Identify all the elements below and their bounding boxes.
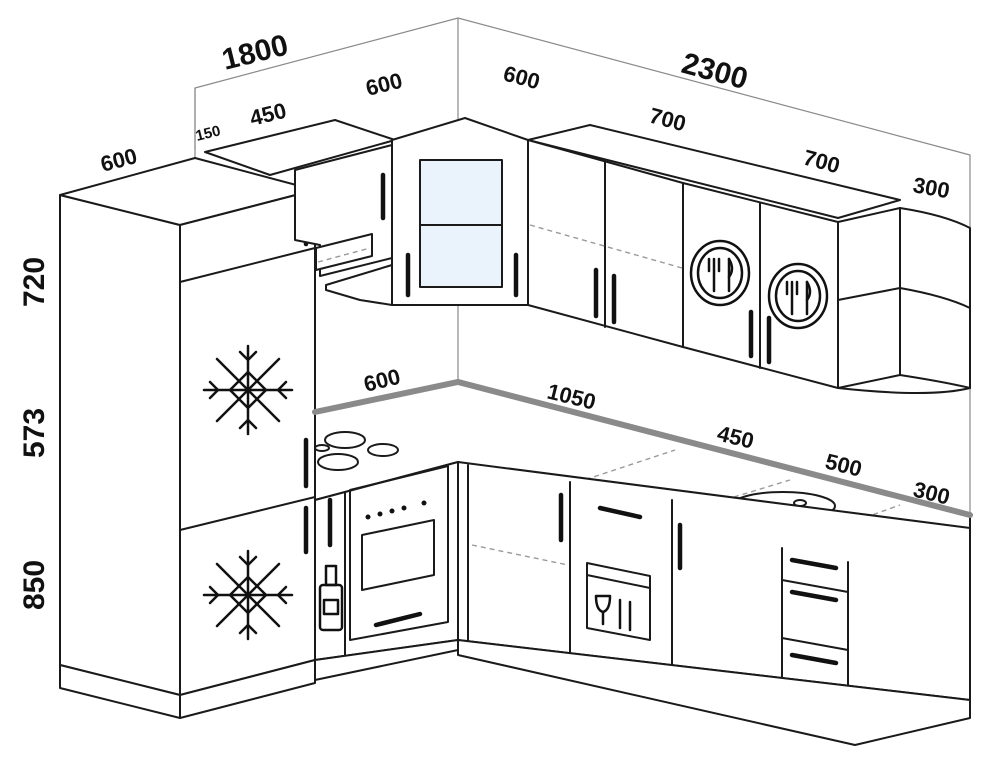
dim-upper-700-b: 700 bbox=[801, 145, 843, 179]
upper-left-run bbox=[204, 117, 529, 306]
dim-corner-left: 600 bbox=[363, 68, 405, 101]
dim-gap: 150 bbox=[194, 122, 222, 145]
dim-upper-right-total: 2300 bbox=[678, 47, 751, 96]
dim-height-upper: 720 bbox=[18, 257, 51, 307]
glass-door bbox=[419, 159, 503, 288]
dim-shelf: 300 bbox=[911, 172, 952, 203]
dim-height-lower: 850 bbox=[18, 560, 51, 610]
fridge-side bbox=[59, 194, 181, 696]
dim-fridge-depth: 600 bbox=[98, 143, 140, 177]
dim-corner-right: 600 bbox=[501, 61, 543, 95]
dim-upper-700-a: 700 bbox=[647, 103, 689, 137]
dim-height-middle: 573 bbox=[18, 408, 51, 458]
hood bbox=[315, 233, 373, 271]
dishwasher-icon bbox=[586, 505, 651, 641]
cutlery-plate-icon bbox=[689, 239, 751, 307]
upper-right-run bbox=[527, 124, 971, 394]
dim-upper-left-total: 1800 bbox=[219, 29, 292, 77]
dim-hood: 450 bbox=[247, 98, 289, 131]
fridge-unit bbox=[59, 157, 316, 719]
cutlery-plate-icon bbox=[767, 262, 829, 330]
lower-right-run bbox=[457, 461, 971, 746]
dimension-labels: 1800 2300 600 150 450 600 600 700 700 30… bbox=[18, 29, 952, 610]
snowflake-icon bbox=[202, 549, 294, 641]
snowflake-icon bbox=[202, 344, 294, 436]
oven-icon bbox=[349, 465, 449, 641]
lower-left-run bbox=[314, 461, 459, 681]
cooktop-icon bbox=[314, 431, 399, 471]
bottle-icon bbox=[318, 564, 344, 632]
